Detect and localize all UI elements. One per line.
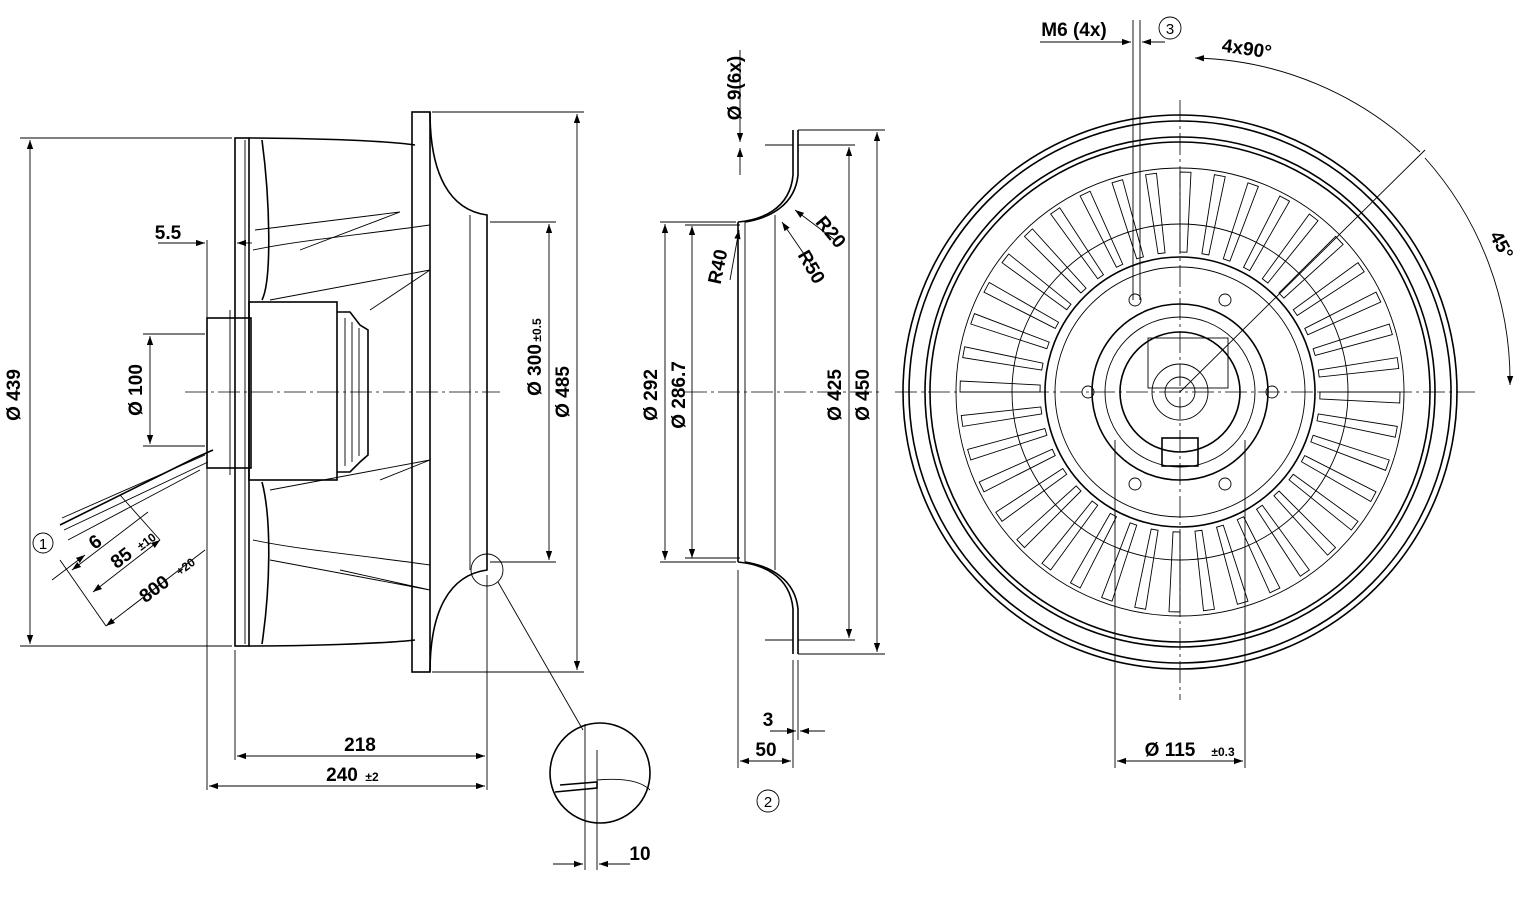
dim-3: 3 xyxy=(763,710,774,731)
impeller-blade xyxy=(1255,504,1310,577)
front-view: M6 (4x) 3 4x90° 45° Ø 115 ±0.3 xyxy=(895,16,1517,768)
dim-50: 50 xyxy=(755,740,776,761)
impeller-blade xyxy=(1316,413,1398,438)
impeller-blade xyxy=(1317,357,1400,378)
impeller-blade xyxy=(1261,213,1319,284)
dim-r20: R20 xyxy=(811,212,849,252)
impeller-blade xyxy=(962,346,1044,371)
nozzle-view: Ø 9(6x) R20 R50 R40 Ø 292 Ø 286.7 Ø 425 … xyxy=(641,50,885,813)
impeller-blade xyxy=(967,428,1048,461)
impeller-blade xyxy=(1079,190,1124,268)
impeller-blade xyxy=(1292,262,1365,317)
impeller-blade xyxy=(1236,516,1281,594)
impeller-blade xyxy=(970,313,1050,350)
impeller-blade xyxy=(960,406,1043,427)
dim-hole: Ø 9(6x) xyxy=(725,56,746,120)
marker-3: 3 xyxy=(1166,21,1174,38)
impeller-blade xyxy=(1310,434,1390,471)
impeller-blade xyxy=(1300,454,1377,503)
impeller-blade xyxy=(1242,195,1291,272)
impeller-blade xyxy=(1069,512,1118,589)
impeller-blade xyxy=(1016,485,1082,549)
dim-218: 218 xyxy=(344,735,376,756)
marker-2: 2 xyxy=(764,794,772,811)
dim-d439: Ø 439 xyxy=(4,369,25,421)
dim-d300: Ø 300 xyxy=(525,344,546,396)
impeller-blade xyxy=(959,380,1041,393)
impeller-blade xyxy=(1304,291,1382,336)
impeller-blade xyxy=(1101,522,1138,602)
impeller-blade xyxy=(1023,228,1087,294)
dim-d100: Ø 100 xyxy=(126,364,147,416)
dim-85: 85 xyxy=(107,544,137,574)
dim-d286-7: Ø 286.7 xyxy=(669,361,690,429)
impeller-blade xyxy=(983,281,1060,330)
dim-thread: M6 (4x) xyxy=(1041,20,1106,41)
impeller-blade xyxy=(1222,182,1259,262)
dim-r40: R40 xyxy=(705,248,733,286)
impeller-blade xyxy=(1273,490,1337,556)
dim-d115-tol: ±0.3 xyxy=(1211,745,1235,759)
dim-85-tol: ±10 xyxy=(134,530,159,553)
dim-240-tol: ±2 xyxy=(365,770,379,784)
impeller-blade xyxy=(1041,500,1099,571)
side-view: Ø 439 Ø 100 Ø 300 ±0.5 Ø 485 5.5 218 240… xyxy=(4,111,651,870)
dim-angle-45: 45° xyxy=(1485,228,1517,263)
impeller-blade xyxy=(1201,174,1226,256)
impeller-blade xyxy=(1134,528,1159,610)
impeller-blade xyxy=(1319,391,1401,404)
dim-detail-10: 10 xyxy=(629,844,650,865)
dim-d292: Ø 292 xyxy=(641,369,662,421)
marker-1: 1 xyxy=(39,536,47,553)
dim-d115: Ø 115 xyxy=(1145,740,1196,761)
impeller-blade xyxy=(1216,524,1249,605)
dim-d425: Ø 425 xyxy=(825,369,846,421)
impeller-blade xyxy=(995,467,1068,522)
dim-r50: R50 xyxy=(793,247,829,288)
impeller-blade xyxy=(1179,171,1192,253)
impeller-blade xyxy=(1278,235,1344,299)
impeller-blade xyxy=(978,448,1056,493)
dim-d450: Ø 450 xyxy=(853,369,874,421)
impeller-blade xyxy=(1001,253,1072,311)
dim-angle-4x90: 4x90° xyxy=(1221,36,1273,64)
dim-240: 240 xyxy=(326,765,358,786)
impeller-blade xyxy=(1145,172,1166,255)
impeller-blade xyxy=(1194,529,1215,612)
impeller-blade xyxy=(1288,473,1359,531)
impeller-blade xyxy=(1312,323,1393,356)
impeller-blade xyxy=(1168,531,1181,613)
dim-d300-tol: ±0.5 xyxy=(530,318,544,342)
impeller-blade xyxy=(1111,179,1144,260)
dim-6: 6 xyxy=(85,531,106,554)
dim-5-5: 5.5 xyxy=(155,223,182,244)
impeller-blade xyxy=(1050,207,1105,280)
dim-800: 800 xyxy=(136,572,174,608)
impeller-blades xyxy=(959,171,1401,613)
dim-d485: Ø 485 xyxy=(553,366,574,418)
